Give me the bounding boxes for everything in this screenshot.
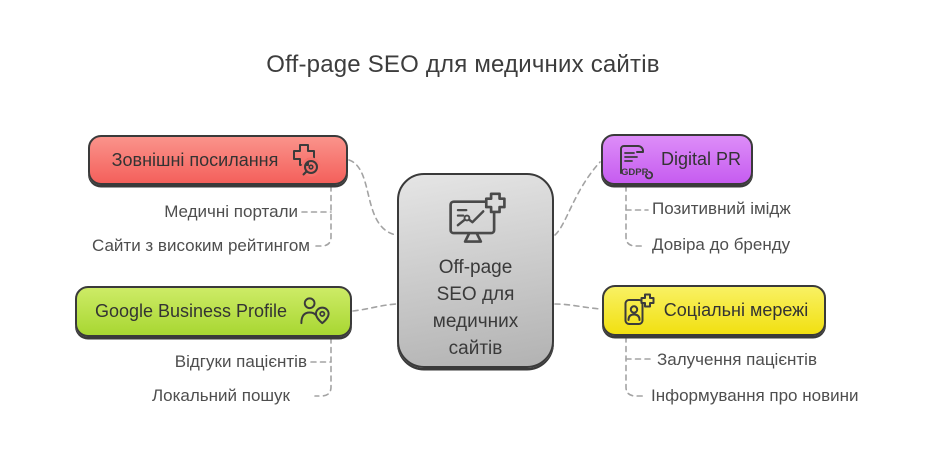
- id-card-plus-icon: [620, 293, 656, 329]
- medical-cross-magnifier-icon: [288, 142, 324, 178]
- branch-label: Digital PR: [660, 149, 742, 169]
- gdpr-icon-text: GDPR: [621, 167, 649, 178]
- child-high-rating-sites: Сайти з високим рейтингом: [91, 236, 310, 255]
- child-local-search: Локальний пошук: [152, 386, 290, 405]
- branch-label: Зовнішні посилання: [111, 149, 279, 170]
- center-node[interactable]: Off-page SEO для медичних сайтів: [397, 173, 554, 368]
- center-node-label: Off-page SEO для медичних сайтів: [432, 257, 519, 359]
- child-medical-portals: Медичні портали: [164, 202, 298, 221]
- branch-social-media[interactable]: Соціальні мережі: [602, 285, 826, 336]
- child-positive-image: Позитивний імідж: [652, 199, 791, 218]
- rail-digital-pr-children: [625, 185, 643, 247]
- rail-google-business-children: [314, 337, 332, 397]
- edge-center-google-business: [352, 303, 397, 312]
- child-brand-trust: Довіра до бренду: [652, 235, 791, 254]
- edge-center-social-media: [554, 303, 602, 310]
- edge-center-external-links: [348, 159, 397, 236]
- child-patient-engagement: Залучення пацієнтів: [657, 350, 817, 369]
- monitor-chart-plus-icon: [444, 192, 508, 250]
- diagram-title: Off-page SEO для медичних сайтів: [266, 51, 660, 78]
- branch-external-links[interactable]: Зовнішні посилання: [88, 135, 348, 185]
- rail-external-links-children: [315, 185, 332, 247]
- child-news-updates: Інформування про новини: [651, 386, 859, 405]
- edge-center-digital-pr: [554, 161, 601, 236]
- branch-google-business-profile[interactable]: Google Business Profile: [75, 286, 352, 337]
- rail-social-media-children: [625, 336, 644, 397]
- child-patient-reviews: Відгуки пацієнтів: [174, 352, 307, 371]
- branch-label: Google Business Profile: [94, 301, 288, 321]
- branch-label: Соціальні мережі: [663, 300, 809, 320]
- gdpr-document-icon: GDPR: [613, 140, 653, 180]
- person-location-pin-icon: [297, 294, 332, 329]
- branch-digital-pr[interactable]: GDPR Digital PR: [601, 134, 753, 185]
